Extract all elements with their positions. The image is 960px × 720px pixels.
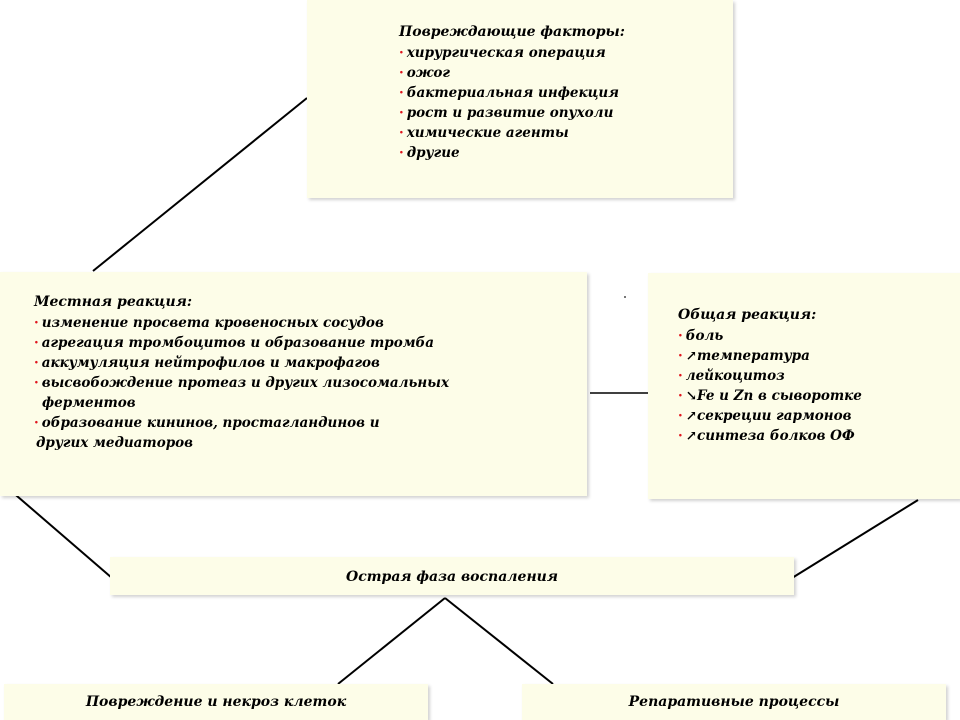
acute-phase-box: Острая фаза воспаления — [110, 557, 794, 595]
list-item-continuation: других медиаторов — [36, 435, 194, 451]
bullet-icon: · — [399, 45, 404, 61]
bullet-icon: · — [399, 85, 404, 101]
bullet-icon: · — [678, 368, 683, 384]
bullet-icon: · — [34, 315, 39, 331]
general-reaction-title: Общая реакция: — [678, 307, 817, 323]
list-item: ·рост и развитие опухоли — [399, 105, 614, 121]
list-item: ·другие — [399, 145, 460, 161]
bullet-icon: · — [399, 145, 404, 161]
list-item: ·изменение просвета кровеносных сосудов — [34, 315, 384, 331]
local-reaction-box: Местная реакция: ·изменение просвета кро… — [0, 272, 587, 496]
bullet-icon: · — [34, 335, 39, 351]
bullet-icon: · — [678, 388, 683, 404]
connector-acute-to-repair — [444, 597, 554, 685]
list-item: ·бактериальная инфекция — [399, 85, 619, 101]
connector-local-to-acute — [9, 489, 113, 579]
cell-damage-label: Повреждение и некроз клеток — [85, 694, 347, 710]
local-reaction-list: ·изменение просвета кровеносных сосудов … — [34, 313, 587, 453]
list-item: ·↗температура — [678, 348, 810, 364]
damaging-factors-box: Повреждающие факторы: ·хирургическая опе… — [307, 0, 733, 198]
general-reaction-box: Общая реакция: ·боль ·↗температура ·лейк… — [648, 273, 960, 499]
bullet-icon: · — [678, 408, 683, 424]
list-item: ·боль — [678, 328, 724, 344]
bullet-icon: · — [399, 105, 404, 121]
acute-phase-label: Острая фаза воспаления — [346, 569, 558, 585]
list-item: ·химические агенты — [399, 125, 569, 141]
bullet-icon: · — [399, 125, 404, 141]
list-item: ·лейкоцитоз — [678, 368, 785, 384]
list-item-continuation: ферментов — [42, 395, 136, 411]
list-item: ·↘Fe и Zn в сыворотке — [678, 388, 862, 404]
repair-processes-label: Репаративные процессы — [628, 694, 840, 710]
list-item: ·аккумуляция нейтрофилов и макрофагов — [34, 355, 380, 371]
cell-damage-box: Повреждение и некроз клеток — [4, 684, 428, 720]
bullet-icon: · — [678, 428, 683, 444]
stray-dot — [624, 296, 626, 298]
bullet-icon: · — [34, 415, 39, 431]
connector-acute-to-damage — [337, 597, 446, 685]
general-reaction-list: ·боль ·↗температура ·лейкоцитоз ·↘Fe и Z… — [678, 326, 960, 446]
bullet-icon: · — [34, 355, 39, 371]
connector-factors-to-local — [92, 97, 308, 272]
list-item: ·агрегация тромбоцитов и образование тро… — [34, 335, 435, 351]
damaging-factors-title: Повреждающие факторы: — [399, 24, 625, 40]
bullet-icon: · — [678, 348, 683, 364]
list-item: ·↗секреции гармонов — [678, 408, 852, 424]
list-item: ·высвобождение протеаз и других лизосома… — [34, 373, 587, 413]
list-item: ·↗синтеза болков ОФ — [678, 428, 855, 444]
repair-processes-box: Репаративные процессы — [522, 684, 946, 720]
connector-general-to-acute — [791, 499, 919, 579]
list-item: ·ожог — [399, 65, 450, 81]
bullet-icon: · — [399, 65, 404, 81]
bullet-icon: · — [34, 375, 39, 391]
damaging-factors-list: ·хирургическая операция ·ожог ·бактериал… — [399, 43, 733, 163]
local-reaction-title: Местная реакция: — [34, 294, 193, 310]
bullet-icon: · — [678, 328, 683, 344]
list-item: ·хирургическая операция — [399, 45, 606, 61]
